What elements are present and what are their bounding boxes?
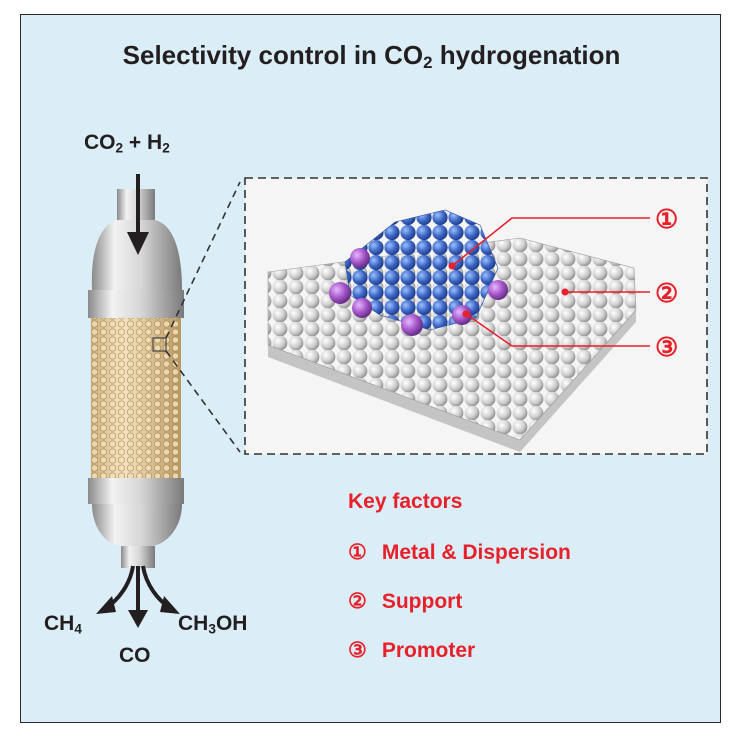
reactor-top-band (88, 290, 184, 318)
callout-1: ① (655, 204, 679, 234)
zoom-panel (244, 177, 708, 455)
callout-2: ② (655, 278, 679, 308)
feed-arrow (127, 174, 149, 255)
reactor-top-dome (91, 220, 182, 290)
zoom-lines (165, 181, 241, 453)
product-arrows (104, 565, 172, 615)
key-factor-1: ① Metal & Dispersion (348, 541, 571, 564)
reactor-bottom-dome (92, 504, 182, 546)
feed-label: CO2 + H2 (84, 131, 170, 156)
callout-3: ③ (655, 332, 679, 362)
promoter-atoms (329, 248, 508, 336)
product-ch4: CH4 (44, 612, 82, 637)
figure-title: Selectivity control in CO2 hydrogenation (122, 40, 621, 73)
product-ch3oh: CH3OH (178, 612, 248, 637)
key-factor-2: ② Support (348, 590, 463, 613)
reactor-outlet-neck (121, 546, 155, 568)
callout-lines (451, 217, 650, 347)
magnify-box (152, 337, 167, 352)
reactor-bottom-band (88, 478, 184, 504)
key-factors-heading: Key factors (348, 490, 463, 513)
key-factor-3: ③ Promoter (348, 639, 476, 662)
product-co: CO (119, 644, 151, 667)
